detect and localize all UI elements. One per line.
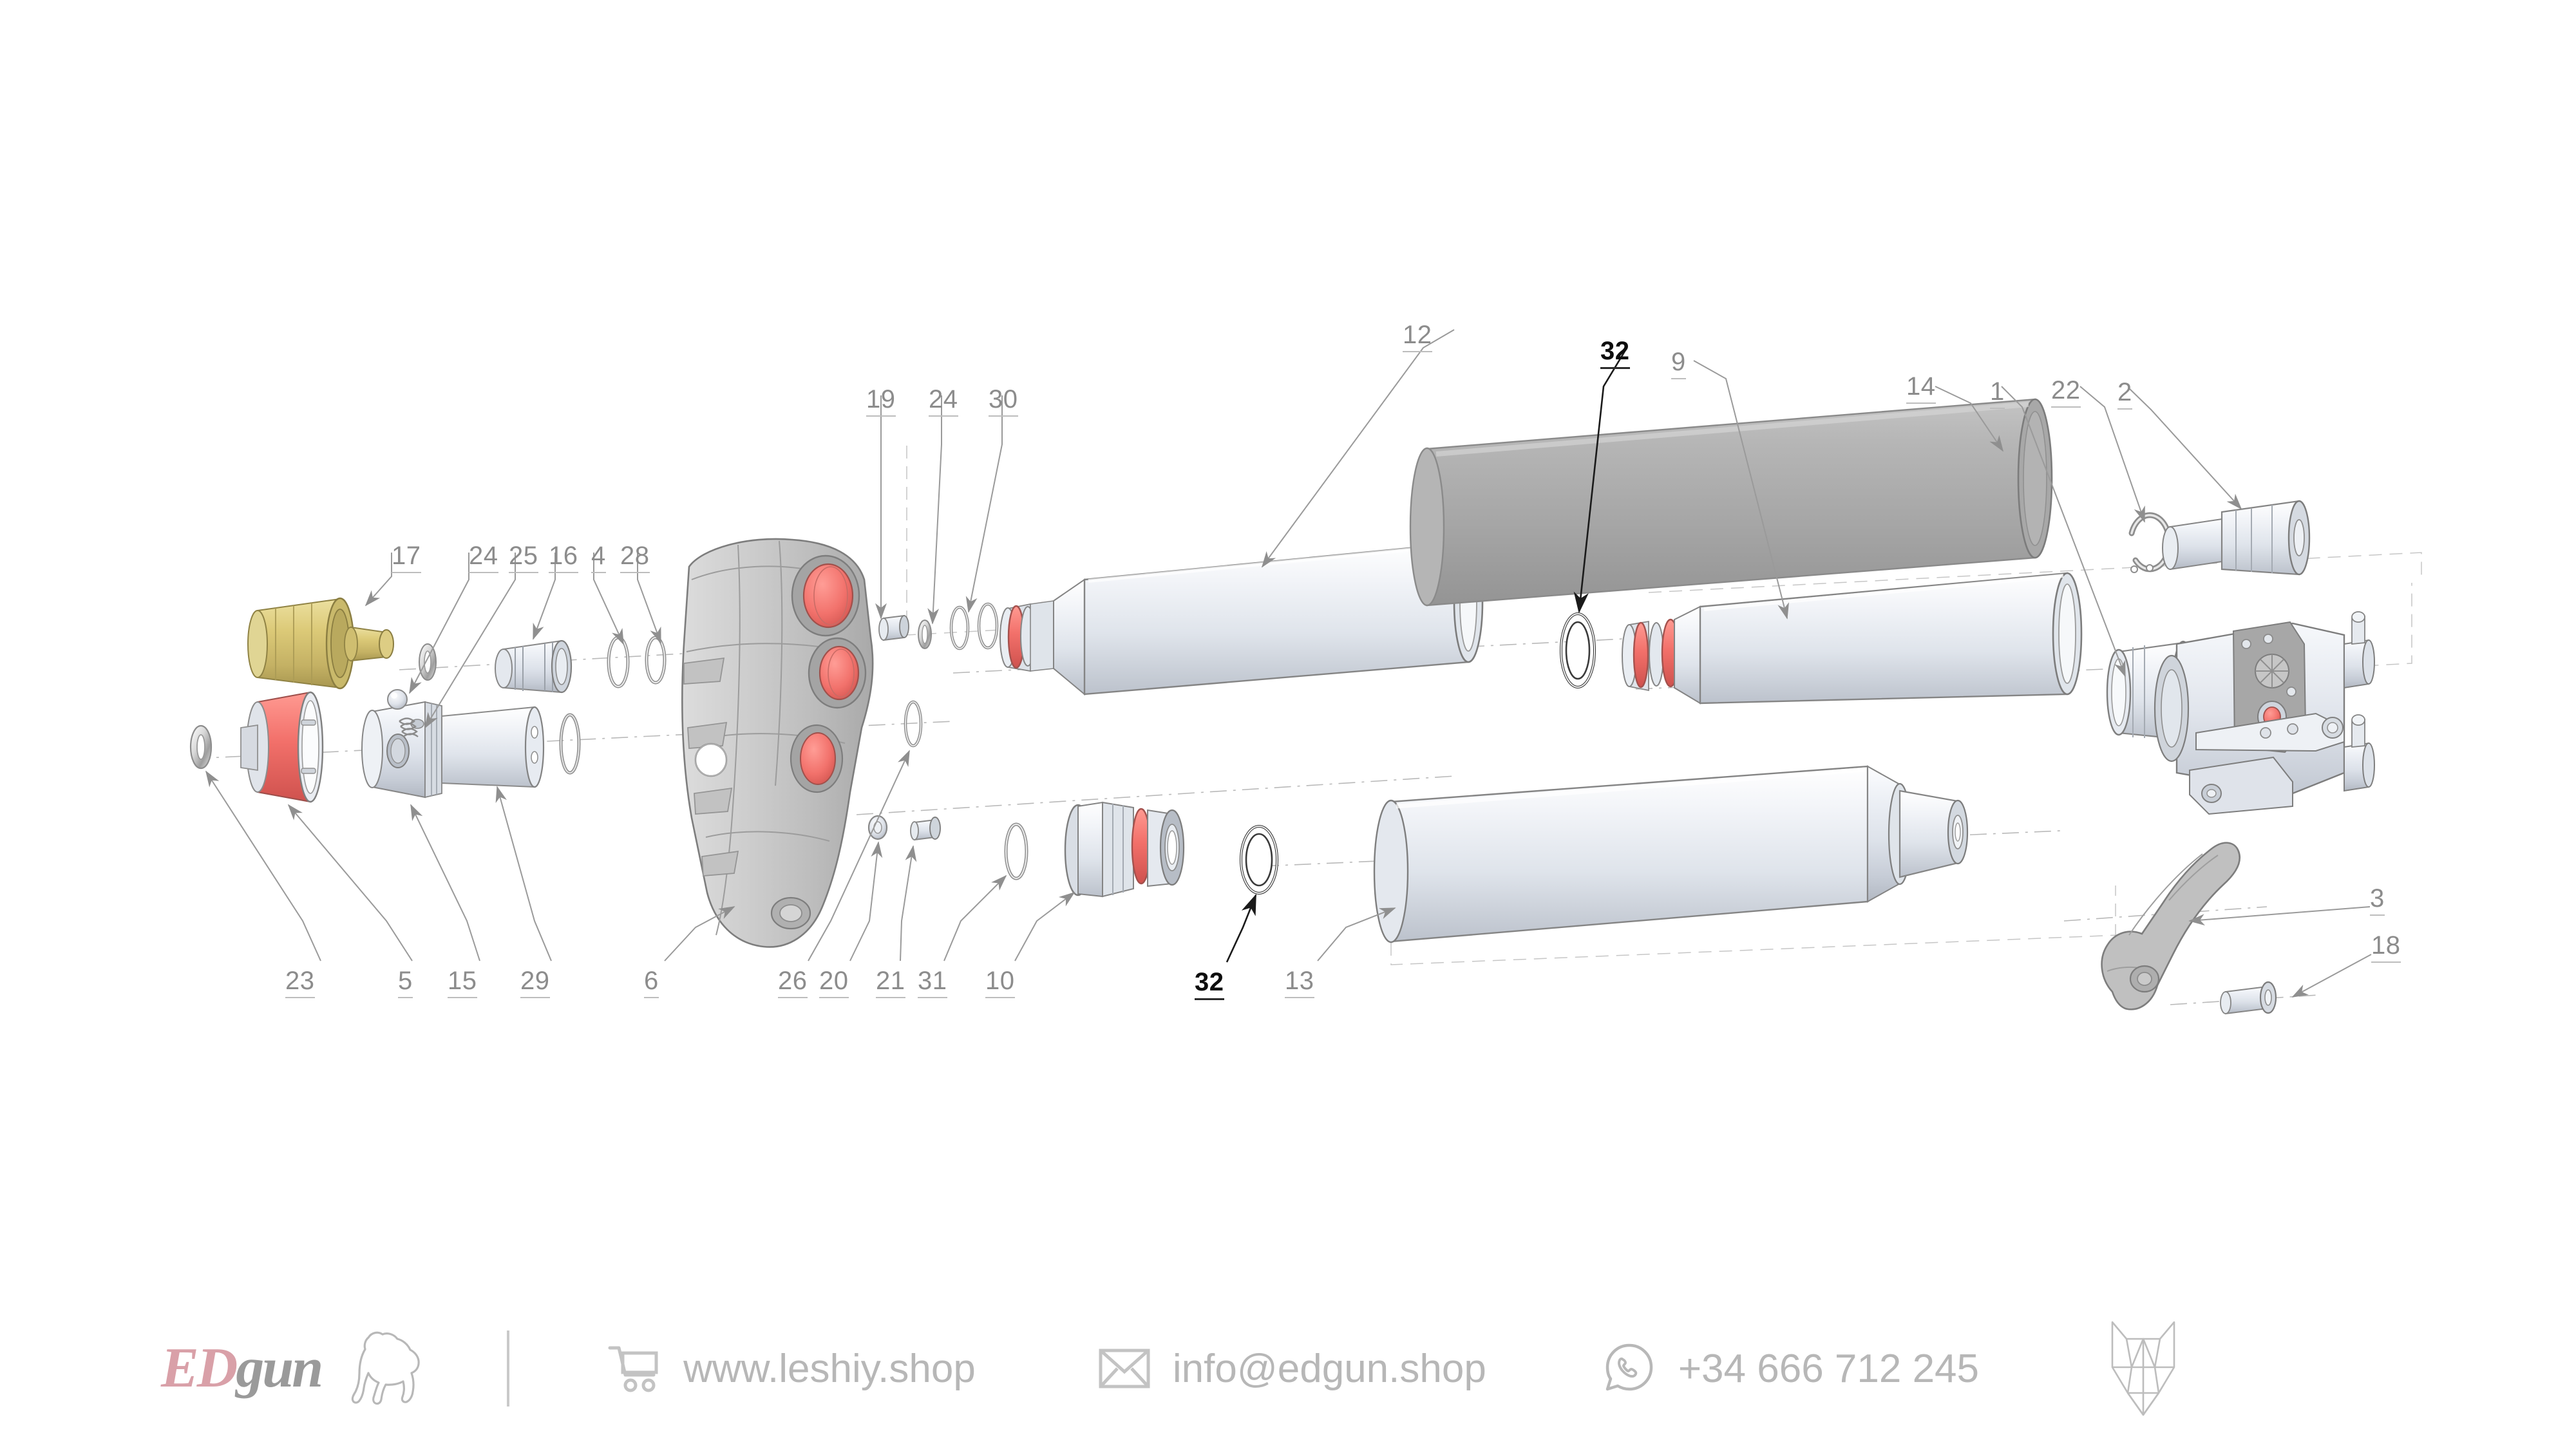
part-4-oring: [607, 636, 630, 688]
email-link[interactable]: info@edgun.shop: [1098, 1346, 1486, 1392]
part-32-oring-lower: [1240, 825, 1278, 895]
part-9-cylinder: [1622, 572, 2083, 705]
callout-16: 16: [549, 543, 578, 573]
leader-lines-emphasis: [1226, 348, 1627, 963]
callout-18: 18: [2371, 933, 2401, 963]
action-receiver-block: [2154, 611, 2375, 815]
callout-32-lower: 32: [1195, 969, 1224, 1000]
phone-link[interactable]: +34 666 712 245: [1602, 1341, 1979, 1396]
part-16-bushing: [495, 639, 573, 694]
callout-24-left: 24: [469, 543, 498, 573]
wolf-head-icon: [2098, 1317, 2188, 1420]
part-17-brass-knob: [247, 597, 394, 690]
part-6-grip-body: [681, 538, 874, 948]
part-3-cocking-lever: [2101, 842, 2240, 1010]
footer-divider: [507, 1331, 510, 1406]
callout-9: 9: [1671, 349, 1686, 379]
callout-6: 6: [644, 968, 659, 998]
wolf-mark: [2098, 1317, 2188, 1420]
part-18-screw: [2220, 981, 2277, 1015]
callout-4: 4: [591, 543, 606, 573]
part-30-ring: [977, 602, 999, 650]
part-28-oring: [645, 636, 667, 685]
leader-lines: [205, 329, 2372, 998]
part-19-pin: [878, 614, 909, 641]
callout-31: 31: [918, 968, 947, 998]
envelope-icon: [1098, 1347, 1151, 1390]
callout-5: 5: [398, 968, 413, 998]
whatsapp-icon: [1602, 1341, 1656, 1396]
website-text: www.leshiy.shop: [683, 1346, 976, 1391]
callout-25: 25: [509, 543, 538, 573]
website-link[interactable]: www.leshiy.shop: [606, 1343, 976, 1394]
part-10-valve-plug: [1064, 801, 1185, 898]
callout-10: 10: [985, 968, 1015, 998]
callout-15: 15: [448, 968, 477, 998]
callout-12: 12: [1403, 322, 1432, 352]
part-2-stepped-plug: [2162, 500, 2311, 576]
part-21-screw: [910, 817, 941, 841]
part-31-oring: [1004, 822, 1028, 880]
part-24-ball-bearing: [387, 689, 408, 710]
dog-silhouette-icon: [328, 1330, 431, 1407]
callout-17: 17: [392, 543, 421, 573]
callout-23: 23: [285, 968, 315, 998]
part-13-lower-cylinder: [1373, 765, 1969, 943]
callout-19: 19: [866, 386, 896, 417]
part-12-cylinder: [999, 541, 1484, 696]
edgun-logo: EDgun: [161, 1330, 431, 1407]
callout-24-top: 24: [929, 386, 958, 417]
part-32-oring-upper: [1560, 612, 1596, 688]
logo-text-gun: gun: [236, 1337, 323, 1399]
phone-text: +34 666 712 245: [1678, 1346, 1980, 1391]
callout-26: 26: [778, 968, 808, 998]
callout-14: 14: [1906, 374, 1936, 404]
part-24-ring-mid: [949, 605, 970, 650]
part-30-small-ring: [918, 620, 932, 649]
logo-text-ed: ED: [161, 1337, 238, 1399]
callout-22: 22: [2051, 377, 2081, 408]
email-text: info@edgun.shop: [1172, 1346, 1486, 1391]
part-26-ring: [904, 700, 923, 748]
callout-2: 2: [2117, 379, 2132, 410]
callout-1: 1: [1990, 379, 2005, 409]
callout-20: 20: [819, 968, 849, 998]
callout-13: 13: [1285, 968, 1314, 998]
shopping-cart-icon: [606, 1343, 661, 1394]
part-14-air-tube: [1409, 398, 2053, 607]
part-29-oring: [559, 713, 581, 775]
part-15-hammer-body: [361, 701, 545, 799]
part-25-spring: [399, 717, 419, 737]
callout-28: 28: [620, 543, 650, 573]
part-5-red-collar: [240, 691, 324, 803]
part-24-ring-upper: [419, 643, 437, 681]
footer-bar: EDgun www.leshiy.shop: [0, 1307, 2576, 1430]
callout-21: 21: [876, 968, 905, 998]
callout-32-upper: 32: [1600, 338, 1630, 369]
callout-3: 3: [2370, 886, 2385, 916]
callout-29: 29: [520, 968, 550, 998]
callout-30: 30: [989, 386, 1018, 417]
part-23-washer: [189, 724, 213, 770]
